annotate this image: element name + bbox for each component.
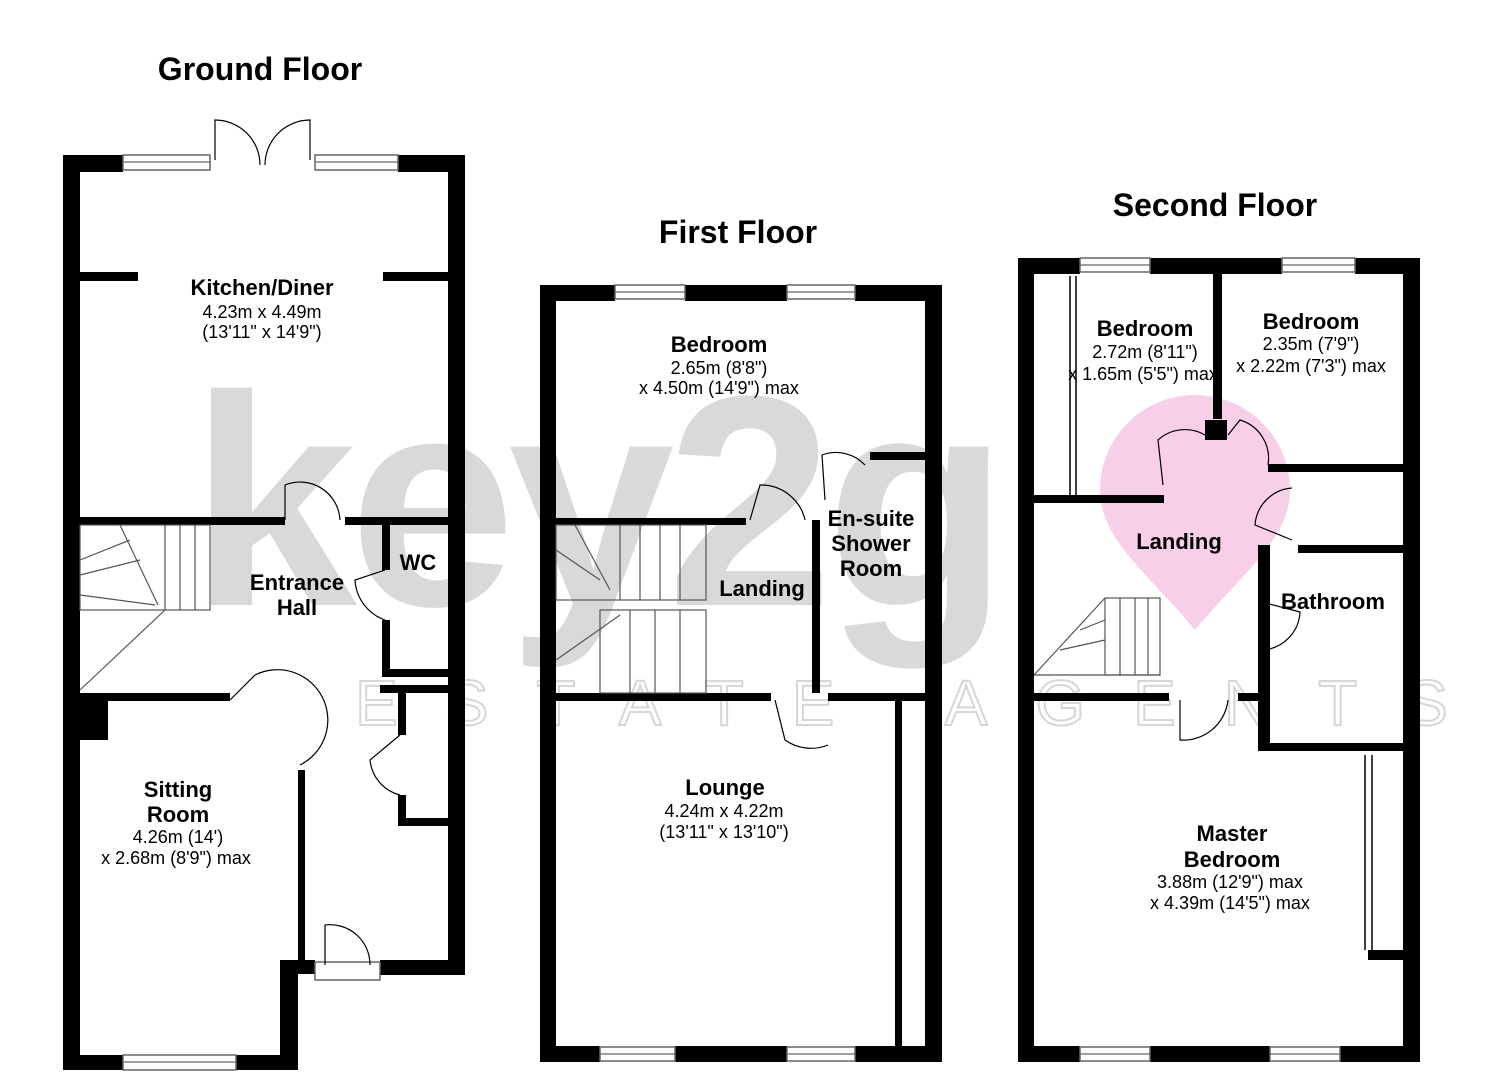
room-dims-bedroom-first-2: x 4.50m (14'9") max <box>639 378 799 398</box>
room-dims-kitchen-diner-2: (13'11" x 14'9") <box>202 322 321 342</box>
floor-title-first: First Floor <box>659 214 817 250</box>
room-label-kitchen-diner: Kitchen/Diner <box>190 275 333 300</box>
room-label-bedroom-first: Bedroom <box>671 332 768 357</box>
room-label-bedroom-second-right: Bedroom <box>1263 309 1360 334</box>
room-dims-bedroom-first-1: 2.65m (8'8") <box>671 358 768 378</box>
room-dims-sitting-room-1: 4.26m (14') <box>133 827 223 847</box>
room-dims-sitting-room-2: x 2.68m (8'9") max <box>101 848 251 868</box>
room-label-wc: WC <box>400 550 437 575</box>
location-pin-icon <box>1100 395 1290 630</box>
ground-floor-plan <box>63 119 465 1071</box>
first-floor-plan <box>540 284 942 1062</box>
watermark-logo: key2g <box>190 333 1001 671</box>
second-floor-plan <box>1018 257 1420 1062</box>
room-label-lounge: Lounge <box>685 775 764 800</box>
room-label-bedroom-second-left: Bedroom <box>1097 316 1194 341</box>
floor-title-second: Second Floor <box>1113 187 1317 223</box>
room-dims-master-bedroom-2: x 4.39m (14'5") max <box>1150 893 1310 913</box>
room-label-landing-first: Landing <box>719 576 805 601</box>
room-dims-kitchen-diner-1: 4.23m x 4.49m <box>202 302 321 322</box>
watermark-tagline: ESTATE AGENTS <box>355 667 1485 739</box>
floor-title-ground: Ground Floor <box>158 51 362 87</box>
room-label-landing-second: Landing <box>1136 529 1222 554</box>
room-dims-lounge-1: 4.24m x 4.22m <box>664 801 783 821</box>
room-dims-lounge-2: (13'11" x 13'10") <box>659 822 788 842</box>
room-dims-bedroom-second-left-2: x 1.65m (5'5") max <box>1068 364 1218 384</box>
room-dims-bedroom-second-right-2: x 2.22m (7'3") max <box>1236 356 1386 376</box>
room-label-bathroom: Bathroom <box>1281 589 1385 614</box>
room-dims-bedroom-second-left-1: 2.72m (8'11") <box>1092 342 1198 362</box>
room-dims-master-bedroom-1: 3.88m (12'9") max <box>1157 872 1303 892</box>
room-dims-bedroom-second-right-1: 2.35m (7'9") <box>1263 334 1360 354</box>
